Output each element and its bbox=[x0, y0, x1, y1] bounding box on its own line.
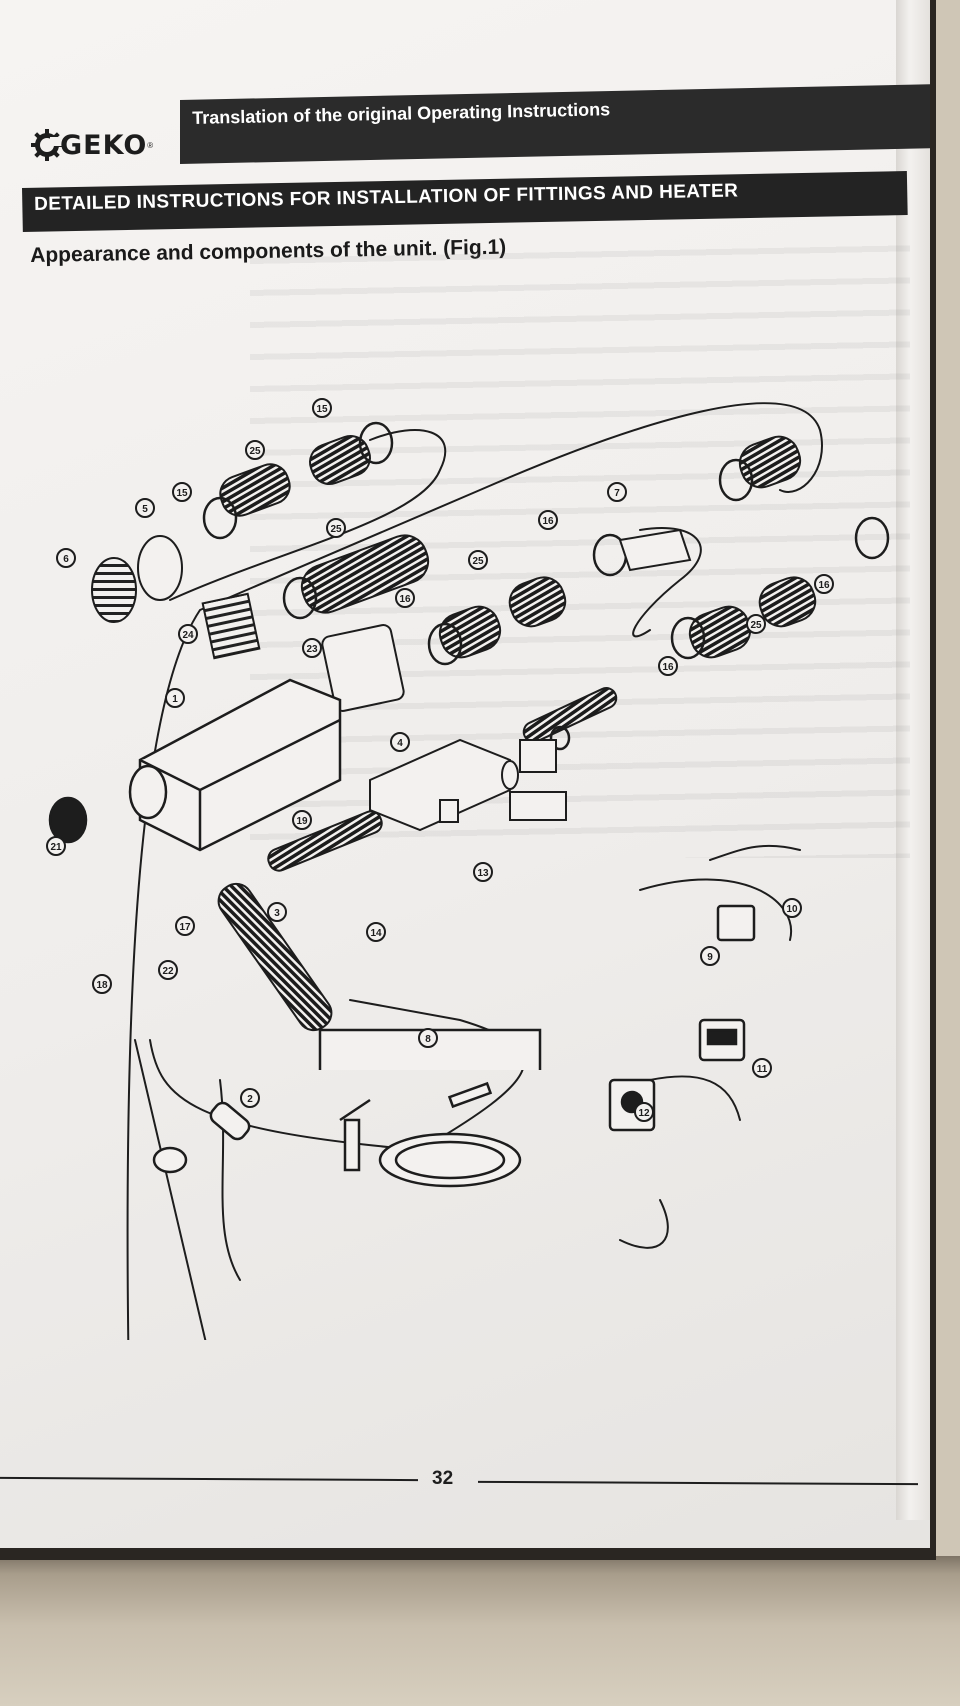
callout-number: 11 bbox=[757, 1064, 768, 1075]
callout-number: 16 bbox=[542, 516, 554, 527]
callout-number: 24 bbox=[182, 630, 194, 641]
callout-number: 23 bbox=[306, 644, 318, 655]
callout-number: 16 bbox=[399, 594, 411, 605]
callout-number: 10 bbox=[786, 904, 798, 915]
callout-number: 15 bbox=[176, 488, 188, 499]
callout-number: 4 bbox=[397, 738, 403, 749]
callout-number: 22 bbox=[162, 966, 174, 977]
callout-number: 15 bbox=[316, 404, 328, 415]
callout-number: 25 bbox=[750, 620, 762, 631]
registered-mark: ® bbox=[147, 140, 154, 150]
footer-rule-left bbox=[0, 1476, 419, 1482]
callout-number: 5 bbox=[142, 504, 148, 515]
figure-caption: Appearance and components of the unit. (… bbox=[30, 235, 507, 267]
callout-number: 25 bbox=[330, 524, 342, 535]
gear-icon bbox=[31, 129, 63, 161]
callout-number: 21 bbox=[50, 842, 62, 853]
callout-number: 16 bbox=[818, 580, 830, 591]
callout-number: 25 bbox=[472, 556, 484, 567]
exploded-diagram: 1234567891011121314151516161616171819212… bbox=[46, 398, 890, 1340]
callout-number: 18 bbox=[96, 980, 108, 991]
callout-number: 14 bbox=[370, 928, 382, 939]
callout-number: 2 bbox=[247, 1094, 253, 1105]
callout-number: 9 bbox=[707, 952, 713, 963]
callout-number: 17 bbox=[179, 922, 191, 933]
page-edge bbox=[896, 0, 930, 1520]
callout-number: 3 bbox=[274, 908, 280, 919]
callout-number: 6 bbox=[63, 554, 69, 565]
brand-logo: GEKO ® bbox=[30, 128, 153, 162]
callout-number: 25 bbox=[249, 446, 261, 457]
table-surface bbox=[0, 1556, 960, 1706]
callout-number: 13 bbox=[477, 868, 489, 879]
callout-number: 16 bbox=[662, 662, 674, 673]
page-number: 32 bbox=[432, 1468, 454, 1489]
callout-number: 8 bbox=[425, 1034, 431, 1045]
callout-number: 12 bbox=[638, 1108, 650, 1119]
callout-number: 1 bbox=[172, 694, 178, 705]
callout-number: 7 bbox=[614, 488, 620, 499]
brand-name: GEKO bbox=[60, 129, 148, 161]
callout-number: 19 bbox=[296, 816, 308, 827]
manual-page: GEKO ® Translation of the original Opera… bbox=[0, 0, 930, 1548]
footer-rule-right bbox=[477, 1480, 919, 1486]
